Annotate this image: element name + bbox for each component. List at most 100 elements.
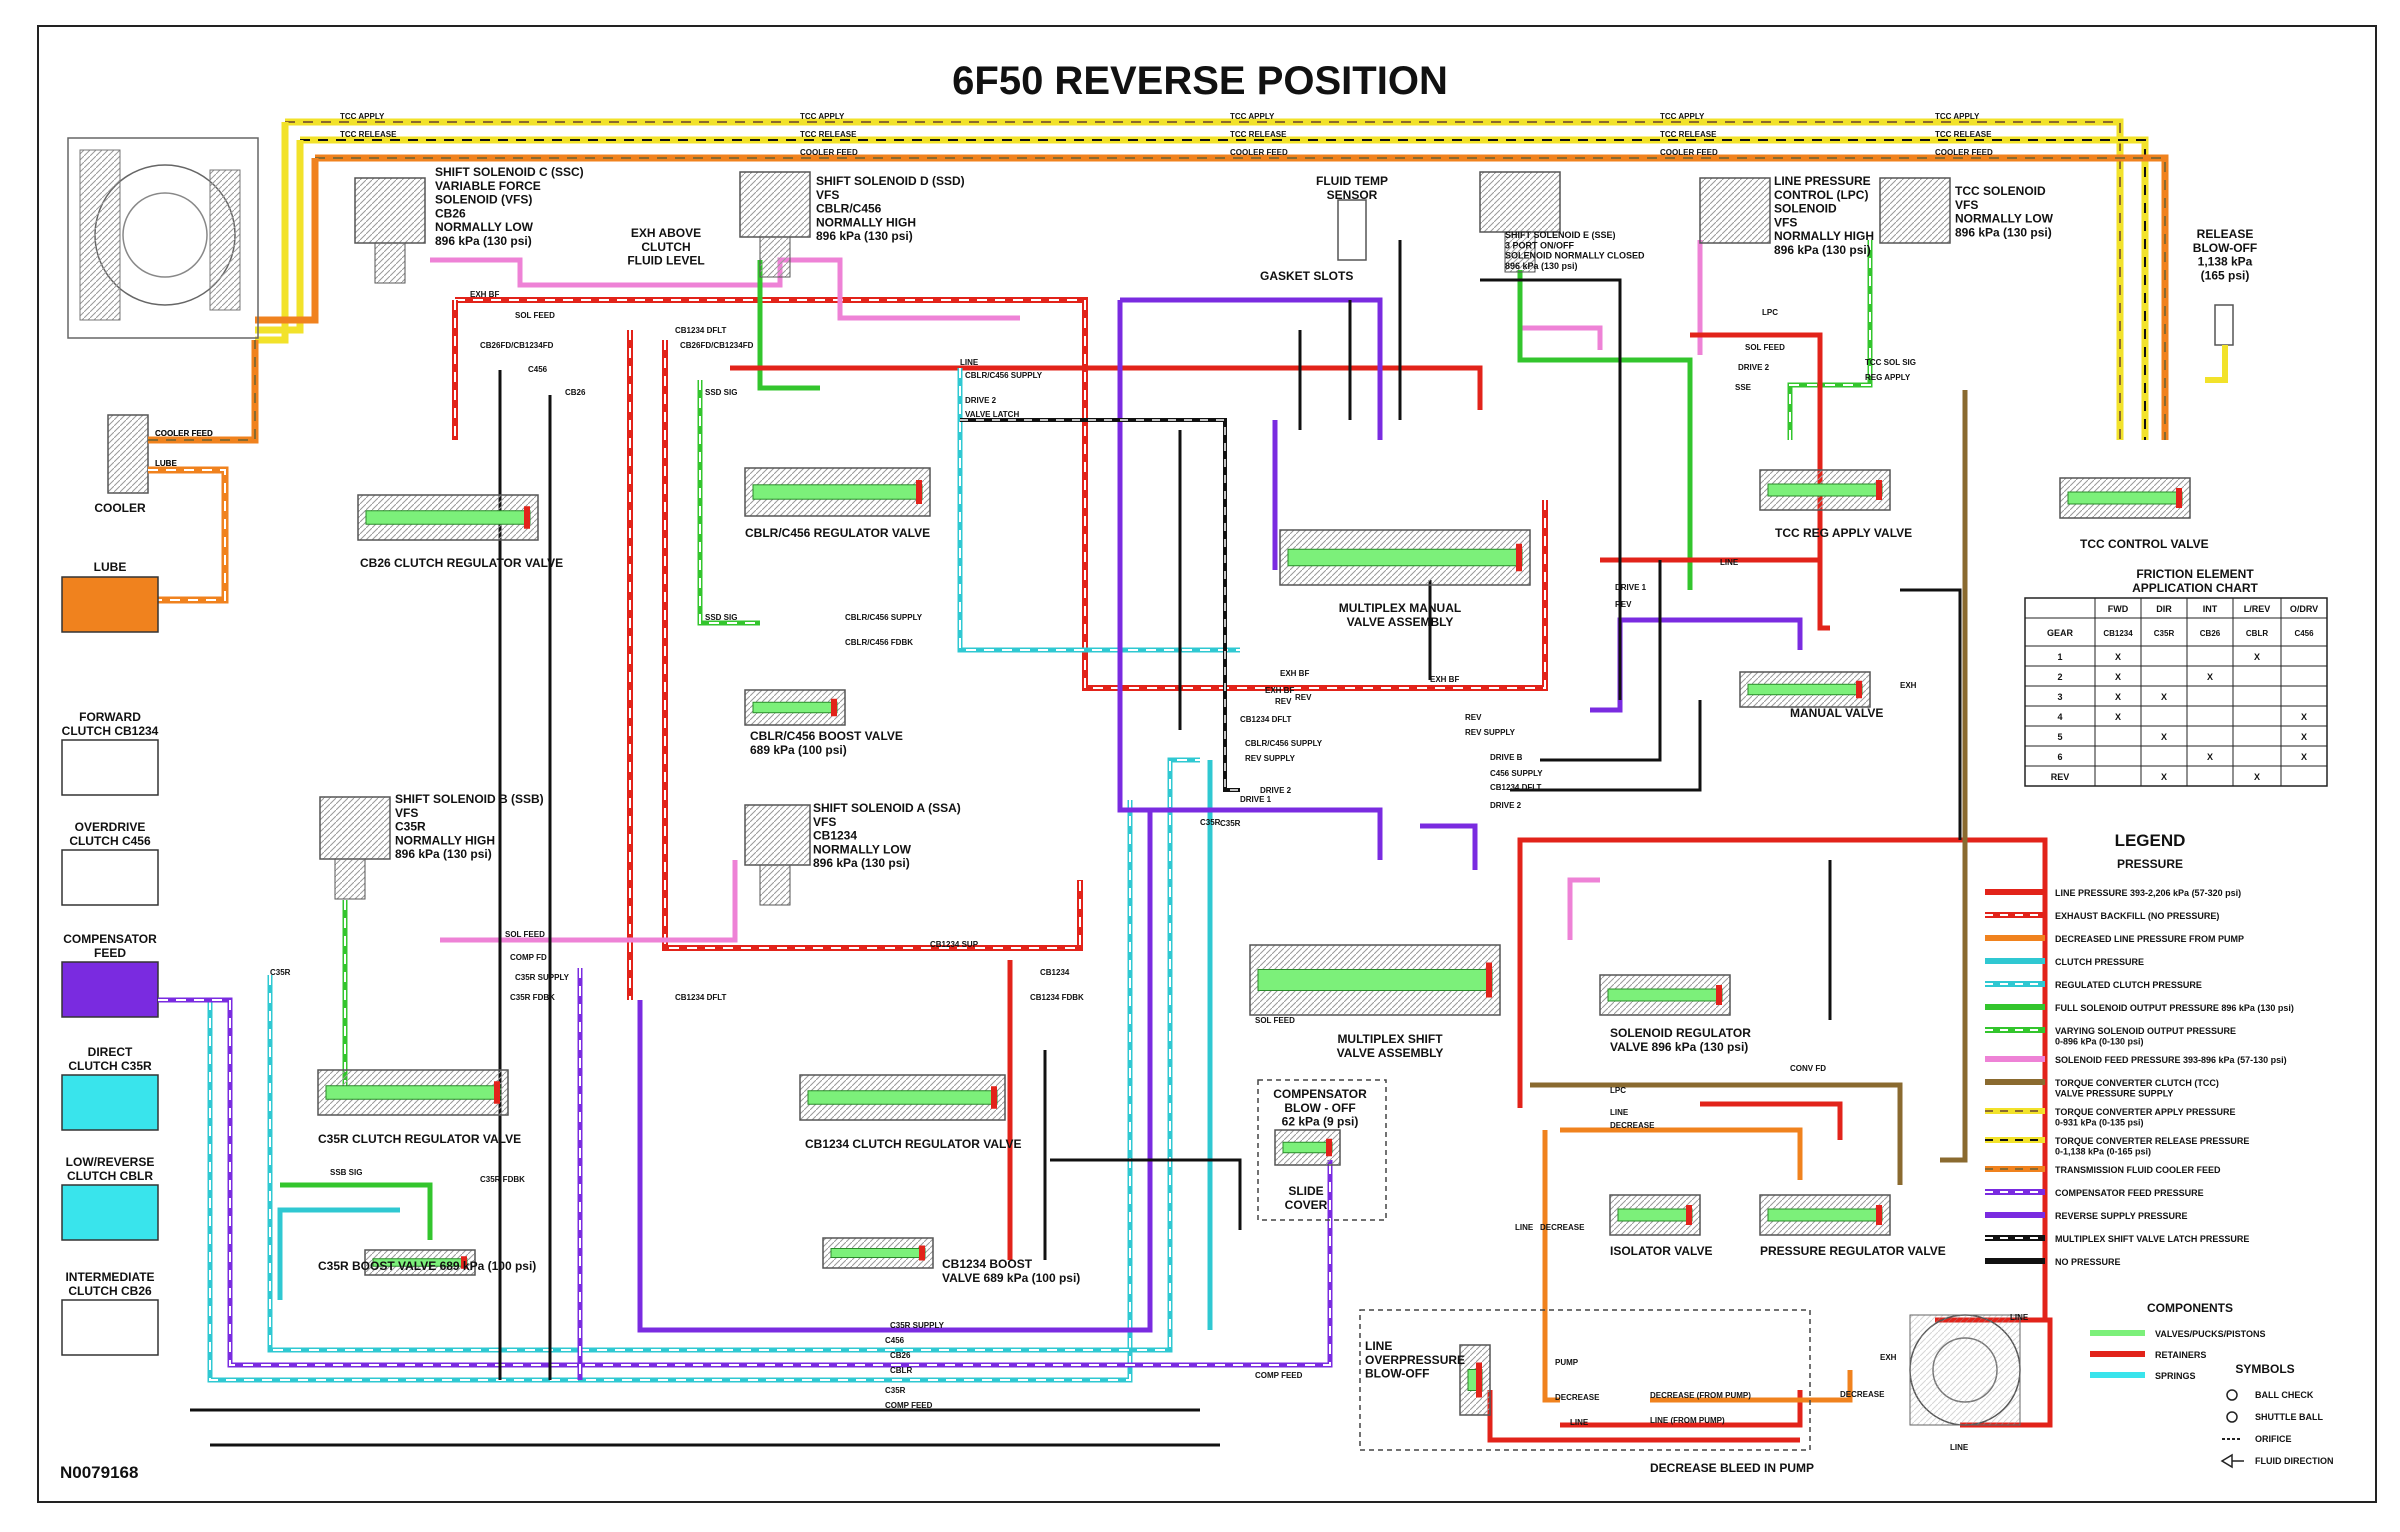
solenoids <box>319 171 2234 906</box>
valve-spool-13 <box>1607 988 1723 1002</box>
cooler-component: COOLER COOLER FEED LUBE <box>94 340 259 604</box>
valve-retainer-14 <box>1686 1205 1692 1225</box>
dec-bleed-label: DECREASE BLEED IN PUMP <box>1650 1461 1814 1475</box>
symbol-label-2: ORIFICE <box>2255 1434 2292 1444</box>
valve-spool-5 <box>2067 491 2183 505</box>
friction-text-2-0: 1 <box>2057 652 2062 662</box>
valve-retainer-10 <box>1326 1138 1332 1157</box>
ball-check-icon <box>2226 1389 2238 1401</box>
valve-spool-12 <box>830 1248 926 1258</box>
line-label-47: DECREASE <box>1610 1121 1655 1130</box>
tcc-release-label-5: TCC RELEASE <box>1935 130 1992 139</box>
line-label-62: C35R <box>885 1386 906 1395</box>
friction-text-4-0: 3 <box>2057 692 2062 702</box>
gasket-slots-label: GASKET SLOTS <box>1260 269 1353 283</box>
legend-items: LINE PRESSURE 393-2,206 kPa (57-320 psi)… <box>1985 888 2294 1267</box>
line-label-42: REV <box>1615 600 1632 609</box>
line-label-5: CB1234 DFLT <box>675 326 727 335</box>
line-label-46: LINE <box>1610 1108 1629 1117</box>
friction-text-8-2: X <box>2161 772 2167 782</box>
friction-text-7-5: X <box>2301 752 2307 762</box>
friction-text-0-4: L/REV <box>2244 604 2271 614</box>
valve-spool-0 <box>365 510 531 525</box>
solenoid-ssc <box>354 177 426 284</box>
legend-label-8: TORQUE CONVERTER CLUTCH (TCC)VALVE PRESS… <box>2055 1078 2219 1098</box>
line-label-11: VALVE LATCH <box>965 410 1019 419</box>
cb26-valve-label: CB26 CLUTCH REGULATOR VALVE <box>360 556 563 570</box>
line-label-33: LUBE <box>155 459 177 468</box>
friction-text-3-3: X <box>2207 672 2213 682</box>
press-reg-label: PRESSURE REGULATOR VALVE <box>1760 1244 1946 1258</box>
line-label-64: C35R SUPPLY <box>890 1321 945 1330</box>
line-label-1: SOL FEED <box>515 311 555 320</box>
friction-text-1-3: CB26 <box>2200 629 2221 638</box>
tcc-apply-label-5: TCC APPLY <box>1935 112 1980 121</box>
line-label-75: DRIVE 2 <box>1490 801 1522 810</box>
line-label-0: EXH BF <box>470 290 499 299</box>
line-label-41: DRIVE 1 <box>1615 583 1647 592</box>
valve-spool-8 <box>325 1085 501 1100</box>
fluid-direction-icon <box>2220 1453 2244 1469</box>
tcc-release-label-4: TCC RELEASE <box>1660 130 1717 139</box>
line-label-17: DRIVE 2 <box>1260 786 1292 795</box>
line-label-57: LINE <box>1950 1443 1969 1452</box>
compensator-blow-off-box <box>1257 1079 1387 1221</box>
valve-retainer-4 <box>1876 480 1882 500</box>
valve-retainer-0 <box>524 506 530 529</box>
left-box-6 <box>61 1299 159 1356</box>
line-label-21: SOL FEED <box>505 930 545 939</box>
symbol-label-1: SHUTTLE BALL <box>2255 1412 2323 1422</box>
line-label-67: CB1234 DFLT <box>1240 715 1292 724</box>
line-label-60: CB26 <box>890 1351 911 1360</box>
friction-text-0-1: FWD <box>2108 604 2129 614</box>
cooler-label: COOLER <box>94 501 146 515</box>
friction-text-5-1: X <box>2115 712 2121 722</box>
line-label-53: LINE (FROM PUMP) <box>1650 1416 1725 1425</box>
legend-label-13: REVERSE SUPPLY PRESSURE <box>2055 1211 2188 1221</box>
cooler-feed-label-1: COOLER FEED <box>800 148 858 157</box>
friction-text-1-1: CB1234 <box>2103 629 2133 638</box>
c35r-valve-label: C35R CLUTCH REGULATOR VALVE <box>318 1132 521 1146</box>
friction-text-5-5: X <box>2301 712 2307 722</box>
tcc-apply-label-1: TCC APPLY <box>340 112 385 121</box>
valve-retainer-3 <box>1516 543 1522 572</box>
component-label-0: VALVES/PUCKS/PISTONS <box>2155 1329 2266 1339</box>
friction-text-1-4: CBLR <box>2246 629 2268 638</box>
left-box-3 <box>61 961 159 1018</box>
friction-text-6-2: X <box>2161 732 2167 742</box>
tcc-apply-label-3: TCC APPLY <box>1230 112 1275 121</box>
line-label-6: CB26FD/CB1234FD <box>680 341 754 350</box>
line-label-61: CBLR <box>890 1366 912 1375</box>
valve-retainer-15 <box>1876 1205 1882 1225</box>
valve-spool-4 <box>1767 483 1883 497</box>
tcc-release-label-1: TCC RELEASE <box>340 130 397 139</box>
line-label-68: C35R <box>1200 818 1221 827</box>
line-label-70: REV <box>1465 713 1482 722</box>
legend-label-5: FULL SOLENOID OUTPUT PRESSURE 896 kPa (1… <box>2055 1003 2294 1013</box>
line-label-32: COOLER FEED <box>155 429 213 438</box>
friction-text-8-0: REV <box>2051 772 2070 782</box>
tcc-apply-label-4: TCC APPLY <box>1660 112 1705 121</box>
line-label-55: DECREASE <box>1840 1390 1885 1399</box>
legend-label-15: NO PRESSURE <box>2055 1257 2121 1267</box>
line-label-69: EXH BF <box>1265 686 1294 695</box>
line-label-66: REV SUPPLY <box>1245 754 1296 763</box>
left-box-1 <box>61 739 159 796</box>
line-label-72: DRIVE B <box>1490 753 1523 762</box>
left-box-0 <box>61 576 159 633</box>
line-label-18: EXH BF <box>1430 675 1459 684</box>
friction-text-6-0: 5 <box>2057 732 2062 742</box>
c35r-boost-label: C35R BOOST VALVE 689 kPa (100 psi) <box>318 1259 536 1273</box>
